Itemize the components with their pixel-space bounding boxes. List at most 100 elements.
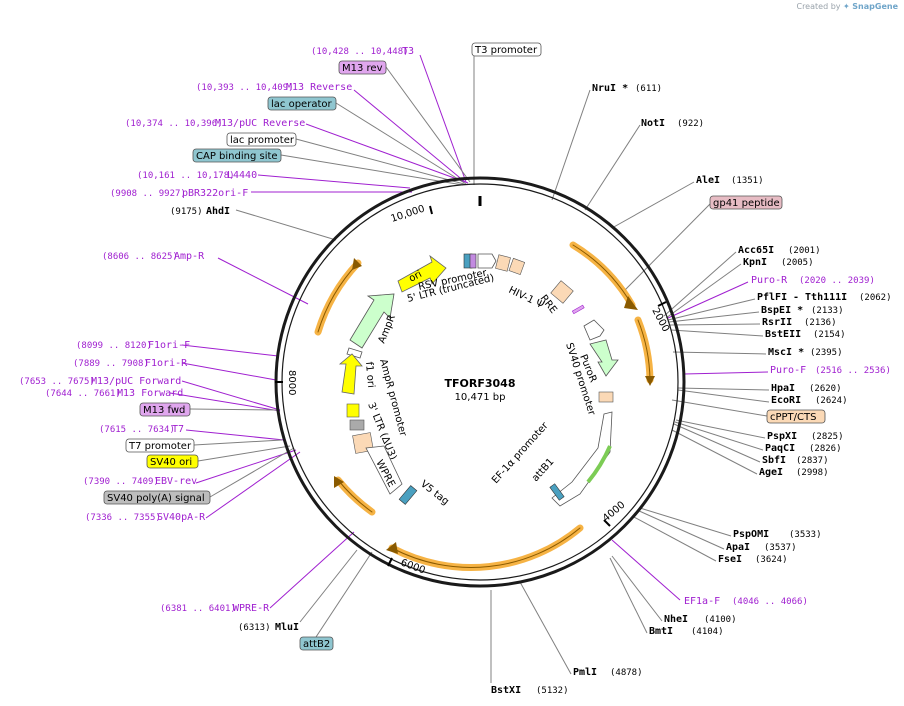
- primer-ampr-range: (8606 .. 8625): [102, 252, 178, 262]
- primer-m13pucrev: M13/pUC Reverse: [215, 118, 305, 129]
- puror-arrow: [589, 339, 619, 377]
- leader-line-6: [668, 311, 760, 323]
- sv40-promoter-arrow: [583, 319, 605, 341]
- leader-line-12: [675, 419, 766, 439]
- primer-f1orif-range: (8099 .. 8120): [76, 341, 152, 351]
- primer-f1orir-range: (7889 .. 7908): [73, 359, 149, 369]
- leader-line-51: [197, 445, 291, 462]
- enzyme-pmli-pos: (4878): [610, 668, 643, 678]
- leader-line-26: [353, 89, 466, 183]
- rre-box: [550, 280, 574, 304]
- enzyme-bmti: BmtI: [649, 626, 673, 637]
- enzyme-kpni-pos: (2005): [781, 258, 814, 268]
- leader-line-32: [181, 362, 277, 381]
- leader-line-49: [189, 408, 279, 411]
- ori-label: ori: [407, 269, 424, 285]
- leader-line-11: [677, 389, 770, 403]
- primer-ef1af-range: (4046 .. 4066): [732, 597, 808, 607]
- rre-feature-bar-1: [495, 254, 511, 272]
- lac-operator-text: lac operator: [271, 99, 332, 110]
- leader-line-30: [217, 257, 309, 305]
- tick-mark-4000: [603, 519, 611, 527]
- ampr-promoter-arrow: [346, 347, 363, 359]
- enzyme-alei: AleI: [696, 175, 720, 186]
- leader-line-19: [611, 555, 663, 622]
- enzyme-ahdi: AhdI: [206, 206, 230, 217]
- leader-line-43: [385, 66, 471, 183]
- primer-m13rev-range: (10,393 .. 10,409): [196, 83, 294, 93]
- leader-line-8: [670, 329, 764, 337]
- enzyme-apai: ApaI: [726, 542, 750, 553]
- primer-sv40par-range: (7336 .. 7355): [85, 513, 161, 523]
- attb2-box: [299, 636, 334, 651]
- enzyme-bstxi-pos: (5132): [536, 686, 569, 696]
- primer-m13pucrev-range: (10,374 .. 10,396): [125, 119, 223, 129]
- tick-mark-6000: [387, 557, 393, 567]
- leader-line-28: [257, 174, 411, 189]
- leader-line-48: [671, 399, 768, 417]
- enzyme-hpai-pos: (2620): [809, 384, 842, 394]
- primer-sv40par: SV40pA-R: [157, 512, 206, 523]
- plasmid-length: 10,471 bp: [455, 392, 506, 403]
- enzyme-sbfi: SbfI: [762, 455, 786, 466]
- enzyme-rsrii: RsrII: [762, 317, 792, 328]
- leader-line-36: [195, 449, 297, 484]
- tick-8000: 8000: [286, 370, 297, 395]
- enzyme-sbfi-pos: (2837): [796, 456, 829, 466]
- enzyme-paqci: PaqCI: [765, 443, 795, 454]
- ampr-arrow: [349, 293, 395, 349]
- leader-line-18: [631, 515, 717, 562]
- orf-arrowhead-2: [645, 376, 655, 386]
- enzyme-hpai: HpaI: [771, 383, 795, 394]
- leader-line-23: [235, 209, 337, 241]
- primer-wprer: WPRE-R: [233, 603, 270, 614]
- enzyme-ecori-pos: (2624): [815, 396, 848, 406]
- tick-marks: [275, 205, 667, 567]
- enzyme-ecori: EcoRI: [771, 395, 801, 406]
- leader-line-47: [624, 203, 711, 291]
- small-primer-mark-1: [571, 304, 585, 315]
- v5-tag-bar: [398, 485, 418, 505]
- primer-t7-range: (7615 .. 7634): [99, 425, 175, 435]
- primer-purof: Puro-F: [770, 365, 806, 376]
- enzyme-mlui: MluI: [275, 622, 299, 633]
- primer-puror: Puro-R: [751, 275, 788, 286]
- enzyme-pspxi: PspXI: [767, 431, 797, 442]
- created-by-credit: Created by ✦ SnapGene: [796, 2, 898, 11]
- enzyme-pspomi-pos: (3533): [789, 530, 822, 540]
- enzyme-agei: AgeI: [759, 467, 783, 478]
- leader-line-33: [181, 380, 281, 411]
- primer-t3: T3: [402, 46, 414, 57]
- m13-fwd-text: M13 fwd: [143, 405, 185, 416]
- enzyme-msci: MscI *: [768, 347, 804, 358]
- primer-wprer-range: (6381 .. 6401): [160, 604, 236, 614]
- enzyme-nrui: NruI *: [592, 83, 628, 94]
- leader-line-35: [185, 429, 285, 441]
- primer-m13fwd-range: (7644 .. 7661): [45, 389, 121, 399]
- enzyme-bstxi: BstXI: [491, 685, 521, 696]
- cap-binding-box: [192, 148, 282, 163]
- leader-line-2: [611, 181, 695, 229]
- leader-line-3: [663, 251, 737, 317]
- leader-line-10: [677, 387, 770, 391]
- primer-m13pucfwd: M13/pUC Forward: [91, 376, 181, 387]
- leader-line-52: [209, 447, 295, 498]
- enzyme-ahdi-pos: (9175): [170, 207, 203, 217]
- created-by-prefix: Created by: [796, 2, 841, 11]
- gp41-text: gp41 peptide: [713, 198, 780, 209]
- primer-puror-range: (2020 .. 2039): [799, 276, 875, 286]
- cppt-label-box: [766, 409, 826, 424]
- leader-line-16: [639, 507, 732, 537]
- enzyme-kpni: KpnI: [743, 257, 767, 268]
- enzyme-bmti-pos: (4104): [691, 627, 724, 637]
- m13-rev-text: M13 rev: [342, 63, 383, 74]
- leader-line-45: [295, 138, 465, 185]
- t7-promoter-box: [125, 438, 195, 453]
- primer-t3-range: (10,428 .. 10,448): [311, 47, 409, 57]
- enzyme-pflfi-pos: (2062): [859, 293, 892, 303]
- hiv-psi-arrow: [477, 253, 497, 269]
- enzyme-noti: NotI: [641, 118, 665, 129]
- tick-mark-2000: [657, 301, 667, 307]
- primer-purof-range: (2516 .. 2536): [815, 366, 891, 376]
- leader-line-37: [205, 451, 301, 519]
